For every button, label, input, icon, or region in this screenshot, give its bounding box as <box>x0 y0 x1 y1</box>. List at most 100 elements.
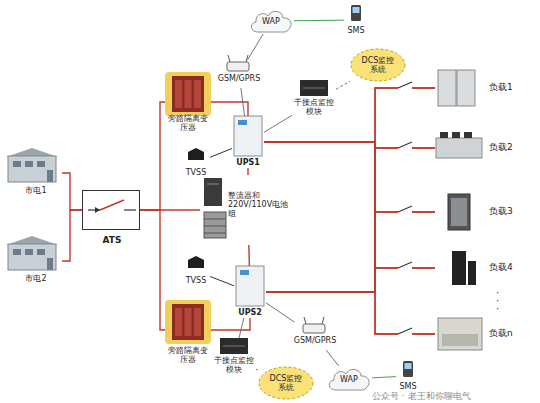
equipment-node: 干接点监控模块 <box>212 338 256 380</box>
rectifier-cabinet <box>204 178 222 206</box>
load-rack-front <box>451 198 467 226</box>
equipment-node: TVSS <box>182 256 210 286</box>
router-body <box>227 62 249 71</box>
building-body <box>8 244 56 270</box>
equipment-node: GSM/GPRS <box>290 322 340 350</box>
node-label: UPS2 <box>228 308 272 317</box>
transformer-coil <box>194 308 201 336</box>
ellipsis-dot: · <box>496 304 499 314</box>
equipment-node: 旁路隔离变压器 <box>165 300 211 360</box>
equipment-node: 负载4 <box>435 248 530 288</box>
node-text: 负载1 <box>489 82 529 92</box>
equipment-node: UPS1 <box>232 116 264 168</box>
phone-body <box>351 5 361 21</box>
battery-row <box>204 226 226 227</box>
node-label: WAP <box>248 17 294 26</box>
node-label: 整流器和220V/110V电池组 <box>228 191 292 219</box>
node-text: WAP <box>248 17 294 26</box>
system-ellipse: DCS监控系统 <box>350 48 406 82</box>
load-screen <box>452 132 460 138</box>
equipment-node: 负载1 <box>435 68 530 108</box>
transformer-coil <box>185 308 192 336</box>
switch-arrow <box>95 207 100 213</box>
load-screen <box>440 132 448 138</box>
node-text: 旁路隔离变压器 <box>168 346 208 364</box>
router-body <box>303 324 325 333</box>
node-label: SMS <box>340 26 372 35</box>
node-label: GSM/GPRS <box>286 336 344 345</box>
equipment-node: UPS2 <box>234 266 266 318</box>
ellipse-outline <box>259 367 313 399</box>
transformer-coil <box>194 80 201 108</box>
transformer-backdrop <box>165 300 211 344</box>
equipment-node: 市电1 <box>4 148 62 198</box>
node-label: WAP <box>326 375 372 384</box>
transformer-coil <box>175 80 182 108</box>
node-label: 负载4 <box>489 262 529 272</box>
connector <box>210 276 234 285</box>
module-body <box>220 338 248 354</box>
transformer-backdrop <box>165 72 211 116</box>
node-label: 负载2 <box>489 142 529 152</box>
breaker-symbol <box>398 82 412 88</box>
connector <box>294 20 344 22</box>
tvss-device <box>188 148 204 160</box>
tvss-device <box>188 256 204 268</box>
load-room <box>438 318 482 350</box>
node-text: SMS <box>392 382 424 391</box>
ups-cabinet <box>236 266 264 306</box>
load-tower <box>452 251 466 285</box>
equipment-node: 整流器和220V/110V电池组 <box>200 175 296 245</box>
building-door <box>47 258 53 270</box>
equipment-node: TVSS <box>182 148 210 178</box>
node-label: 旁路隔离变压器 <box>168 346 208 364</box>
load-room-equipment <box>442 334 478 346</box>
node-text: TVSS <box>180 168 212 177</box>
node-text: 整流器和220V/110V电池组 <box>228 191 292 219</box>
node-label: GSM/GPRS <box>210 74 268 83</box>
equipment-node: 负载n <box>435 314 530 354</box>
phone-body <box>403 361 413 377</box>
node-label: 市电2 <box>16 274 56 283</box>
phone-screen <box>405 363 412 369</box>
switch-line <box>124 209 136 210</box>
node-label: TVSS <box>180 168 212 177</box>
equipment-node: SMS <box>344 4 368 36</box>
node-text: ATS <box>83 235 141 245</box>
node-label: 干接点监控模块 <box>292 98 336 116</box>
node-text: 旁路隔离变压器 <box>168 114 208 132</box>
router-antenna <box>228 55 230 62</box>
building-window <box>37 249 45 255</box>
building-window <box>37 161 45 167</box>
connector <box>239 318 244 338</box>
connector <box>372 377 396 378</box>
node-text: GSM/GPRS <box>210 74 268 83</box>
node-text: TVSS <box>180 276 212 285</box>
connector <box>264 88 435 142</box>
connector <box>140 102 165 210</box>
watermark: 公众号 · 老王和你聊电气 <box>372 392 471 401</box>
node-label: DCS监控系统 <box>358 56 398 74</box>
node-text: GSM/GPRS <box>286 336 344 345</box>
node-text: 负载2 <box>489 142 529 152</box>
node-text: 负载n <box>489 328 529 338</box>
equipment-node: SMS <box>396 360 420 392</box>
load-server-rack <box>448 194 470 230</box>
equipment-node: 负载3 <box>435 192 530 232</box>
node-text: UPS1 <box>226 158 270 167</box>
connector <box>264 142 435 334</box>
node-text: 负载4 <box>489 262 529 272</box>
node-text: DCS监控系统 <box>358 56 398 74</box>
connector <box>266 88 435 292</box>
connector <box>264 142 435 212</box>
ups-panel <box>240 270 249 275</box>
breaker-symbol <box>398 328 412 334</box>
battery-row <box>204 219 226 220</box>
connector <box>247 34 263 60</box>
module-detail <box>303 88 325 89</box>
node-label: 市电1 <box>16 186 56 195</box>
node-text: UPS2 <box>228 308 272 317</box>
battery-bank <box>204 212 226 238</box>
node-label: DCS监控系统 <box>266 374 306 392</box>
node-text: DCS监控系统 <box>266 374 306 392</box>
